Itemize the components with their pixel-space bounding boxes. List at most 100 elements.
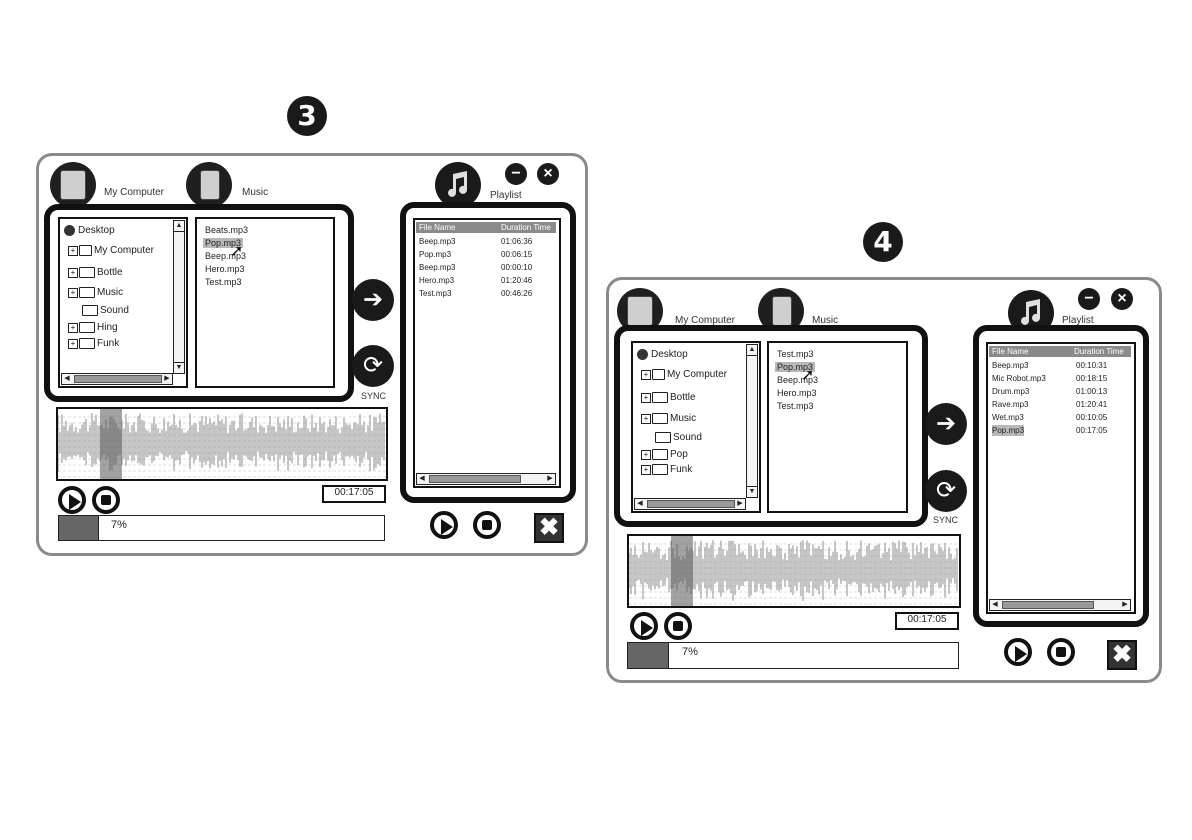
file-item-selected[interactable]: Pop.mp3 [203, 238, 244, 248]
tree-item-my-computer[interactable]: +My Computer [68, 245, 154, 256]
cell-time: 00:17:05 [1076, 426, 1108, 435]
playlist-table-header: File Name Duration Time [416, 222, 556, 233]
file-item[interactable]: Test.mp3 [205, 277, 242, 287]
cell-time: 01:20:46 [501, 276, 533, 285]
col-file-name[interactable]: File Name [419, 223, 456, 232]
playlist-horizontal-scrollbar[interactable]: ◀▶ [989, 599, 1131, 611]
waveform-display[interactable] [627, 534, 961, 608]
sync-icon[interactable]: ⟳ [925, 470, 967, 512]
stop-icon[interactable] [1047, 638, 1075, 666]
x-icon[interactable]: ✖ [534, 513, 564, 543]
file-item[interactable]: Test.mp3 [777, 401, 814, 411]
my-computer-label: My Computer [675, 315, 736, 326]
close-icon[interactable]: × [537, 163, 559, 185]
play-icon[interactable] [630, 612, 658, 640]
file-list[interactable]: Beats.mp3 Pop.mp3 Beep.mp3 Hero.mp3 Test… [195, 217, 335, 388]
arrow-right-icon[interactable]: ➔ [925, 403, 967, 445]
file-item[interactable]: Beats.mp3 [205, 225, 249, 235]
step-3-badge: 3 [287, 96, 327, 136]
tree-item-pop[interactable]: +Pop [641, 449, 688, 460]
file-item[interactable]: Beep.mp3 [777, 375, 819, 385]
cell-time: 00:18:15 [1076, 374, 1108, 383]
tree-item-funk[interactable]: +Funk [68, 338, 119, 349]
tree-item-hing[interactable]: +Hing [68, 322, 118, 333]
file-item[interactable]: Beep.mp3 [205, 251, 247, 261]
tree-item-music[interactable]: +Music [641, 413, 696, 424]
file-item[interactable]: Hero.mp3 [205, 264, 245, 274]
col-file-name[interactable]: File Name [992, 347, 1029, 356]
tree-label: Music [97, 287, 124, 299]
tree-horizontal-scrollbar[interactable]: ◀▶ [634, 498, 746, 510]
play-icon[interactable] [430, 511, 458, 539]
tree-vertical-scrollbar[interactable]: ▲▼ [746, 344, 758, 498]
sync-icon[interactable]: ⟳ [352, 345, 394, 387]
tree-item-funk[interactable]: +Funk [641, 464, 692, 475]
tree-item-sound[interactable]: Sound [82, 305, 129, 316]
close-icon[interactable]: × [1111, 288, 1133, 310]
folder-tree[interactable]: Desktop +My Computer +Bottle +Music Soun… [58, 217, 188, 388]
time-display: 00:17:05 [895, 612, 959, 630]
playlist-horizontal-scrollbar[interactable]: ◀▶ [416, 473, 556, 485]
waveform-playhead [100, 409, 122, 479]
cell-name: Test.mp3 [419, 289, 452, 298]
tree-label: Bottle [670, 392, 696, 404]
tree-item-bottle[interactable]: +Bottle [641, 392, 696, 403]
arrow-right-icon[interactable]: ➔ [352, 279, 394, 321]
stop-icon[interactable] [664, 612, 692, 640]
sync-label: SYNC [361, 391, 387, 401]
tree-label: My Computer [667, 369, 728, 381]
tree-item-my-computer[interactable]: +My Computer [641, 369, 727, 380]
tree-root[interactable]: Desktop [637, 349, 688, 360]
tree-item-music[interactable]: +Music [68, 287, 123, 298]
minus-icon[interactable]: − [1078, 288, 1100, 310]
waveform-graph [58, 409, 386, 479]
x-icon[interactable]: ✖ [1107, 640, 1137, 670]
tree-vertical-scrollbar[interactable]: ▲▼ [173, 220, 185, 374]
music-note-icon[interactable] [435, 162, 481, 208]
folder-icon [652, 392, 668, 403]
tree-horizontal-scrollbar[interactable]: ◀▶ [61, 373, 173, 385]
cell-name: Wet.mp3 [992, 413, 1024, 422]
tree-label: Bottle [97, 267, 123, 279]
music-folder-icon[interactable] [186, 162, 232, 208]
col-duration[interactable]: Duration Time [501, 223, 551, 232]
progress-fill [628, 643, 669, 668]
waveform-display[interactable] [56, 407, 388, 481]
play-icon[interactable] [1004, 638, 1032, 666]
folder-icon [82, 305, 98, 316]
col-duration[interactable]: Duration Time [1074, 347, 1124, 356]
cell-time: 00:06:15 [501, 250, 533, 259]
tree-root[interactable]: Desktop [64, 225, 115, 236]
file-item-selected[interactable]: Pop.mp3 [775, 362, 816, 372]
cell-name: Pop.mp3 [992, 425, 1025, 436]
monitor-icon[interactable] [50, 162, 96, 208]
file-item[interactable]: Hero.mp3 [777, 388, 817, 398]
file-item[interactable]: Test.mp3 [777, 349, 814, 359]
stop-icon[interactable] [473, 511, 501, 539]
stop-icon[interactable] [92, 486, 120, 514]
cell-time: 01:06:36 [501, 237, 533, 246]
progress-text: 7% [682, 646, 698, 658]
table-row-selected[interactable]: Pop.mp3 00:17:05 [992, 425, 1132, 436]
cell-name: Beep.mp3 [419, 263, 456, 272]
tree-item-bottle[interactable]: +Bottle [68, 267, 123, 278]
play-icon[interactable] [58, 486, 86, 514]
progress-fill [59, 516, 99, 540]
folder-tree[interactable]: Desktop +My Computer +Bottle +Music Soun… [631, 341, 761, 513]
file-list[interactable]: Test.mp3 Pop.mp3 Beep.mp3 Hero.mp3 Test.… [767, 341, 908, 513]
playlist-label: Playlist [1062, 315, 1094, 326]
minus-icon[interactable]: − [505, 163, 527, 185]
tree-item-sound[interactable]: Sound [655, 432, 702, 443]
